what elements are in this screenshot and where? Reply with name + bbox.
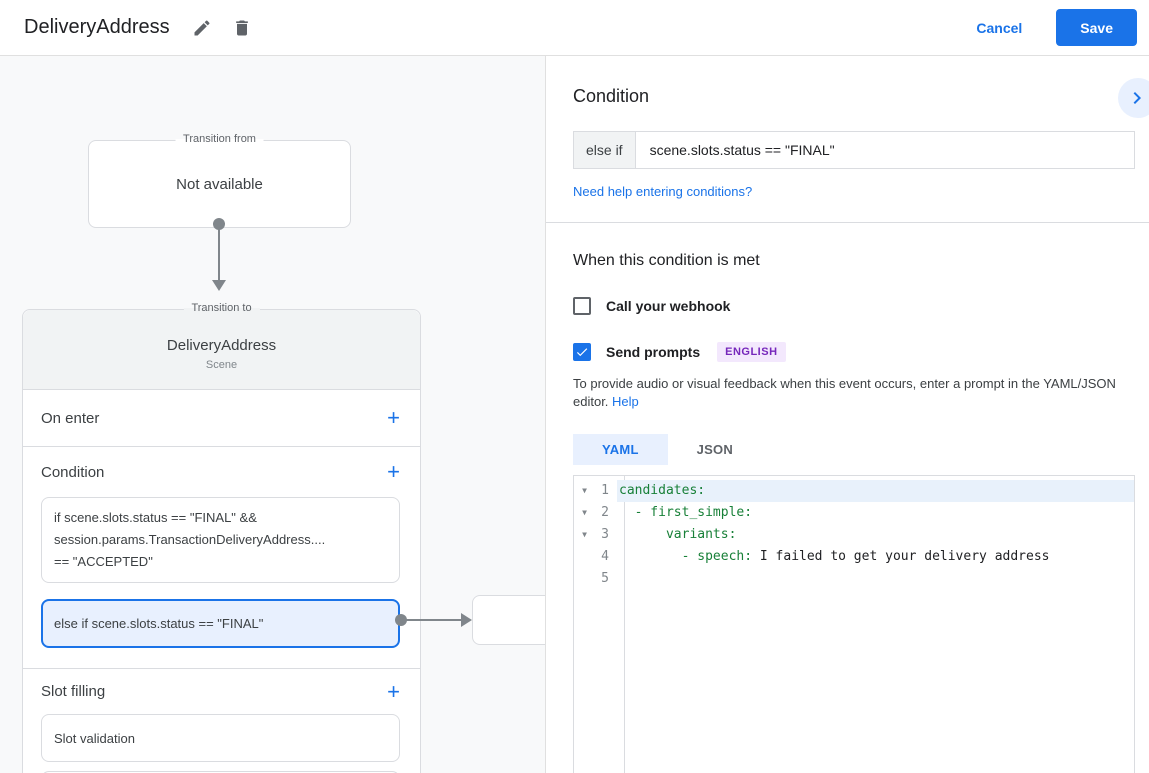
connector-arrowhead-down	[212, 280, 226, 291]
connector-dot	[395, 614, 407, 626]
transition-from-content: Not available	[176, 175, 263, 193]
condition-help-link[interactable]: Need help entering conditions?	[573, 184, 753, 199]
condition-item-line: if scene.slots.status == "FINAL" &&	[54, 510, 257, 525]
fold-toggle-icon[interactable]: ▼	[582, 530, 587, 539]
scene-card-header[interactable]: DeliveryAddress Scene	[23, 310, 420, 390]
transition-from-box: Transition from Not available	[88, 133, 351, 228]
connector-arrowhead-right	[461, 613, 472, 627]
connector-line-vertical	[218, 226, 220, 281]
fold-toggle-icon[interactable]: ▼	[582, 508, 587, 517]
line-number: 5	[601, 571, 609, 586]
pencil-icon	[192, 18, 212, 38]
scene-diagram-canvas: Transition from Not available Transition…	[0, 56, 546, 773]
help-link[interactable]: Help	[612, 394, 639, 409]
condition-item-if[interactable]: if scene.slots.status == "FINAL" && sess…	[41, 497, 400, 583]
slot-filling-label: Slot filling	[41, 683, 106, 700]
editor-format-tabs: YAML JSON	[573, 434, 1135, 465]
collapse-panel-button[interactable]	[1118, 78, 1149, 118]
scene-card-subtitle: Scene	[205, 358, 238, 371]
condition-expression-input[interactable]: scene.slots.status == "FINAL"	[649, 142, 835, 158]
slot-filling-section: Slot filling + Slot validation Transacti…	[23, 669, 420, 773]
fold-toggle-icon[interactable]: ▼	[582, 486, 587, 495]
add-condition-button[interactable]: +	[381, 461, 406, 483]
transition-to-legend: Transition to	[183, 302, 260, 314]
condition-item-elseif-selected[interactable]: else if scene.slots.status == "FINAL"	[41, 599, 400, 648]
transition-from-legend: Transition from	[175, 133, 264, 145]
condition-expression-field: else if scene.slots.status == "FINAL"	[573, 131, 1135, 169]
editor-line[interactable]: ▼ 2 - first_simple:	[574, 502, 1134, 524]
on-enter-label: On enter	[41, 409, 100, 427]
line-number: 2	[601, 505, 609, 520]
yaml-key: variants:	[619, 527, 737, 542]
when-condition-met-section: When this condition is met Call your web…	[546, 223, 1149, 773]
tab-yaml[interactable]: YAML	[573, 434, 668, 465]
call-webhook-checkbox[interactable]	[573, 297, 591, 315]
editor-line[interactable]: 4 - speech: I failed to get your deliver…	[574, 546, 1134, 568]
call-webhook-label: Call your webhook	[606, 298, 731, 314]
condition-heading: Condition	[573, 86, 650, 106]
top-bar: DeliveryAddress Cancel Save	[0, 0, 1149, 56]
edit-scene-name-button[interactable]	[190, 16, 214, 40]
cancel-button[interactable]: Cancel	[976, 19, 1023, 36]
scene-card: Transition to DeliveryAddress Scene On e…	[22, 302, 421, 773]
condition-section: Condition + if scene.slots.status == "FI…	[23, 447, 420, 669]
slot-item-validation[interactable]: Slot validation	[41, 714, 400, 762]
on-enter-section: On enter +	[23, 390, 420, 447]
yaml-code-editor[interactable]: ▼ 1 candidates: ▼ 2 - first_simple: ▼ 3 …	[573, 475, 1135, 773]
condition-item-text: else if scene.slots.status == "FINAL"	[54, 615, 264, 631]
condition-operator-label: else if	[574, 132, 636, 168]
line-number: 4	[601, 549, 609, 564]
webhook-row: Call your webhook	[573, 297, 1135, 315]
connector-dot	[213, 218, 225, 230]
editor-line[interactable]: ▼ 1 candidates:	[574, 480, 1134, 502]
condition-section-label: Condition	[41, 463, 105, 481]
condition-editor-panel: Condition else if scene.slots.status == …	[546, 56, 1149, 773]
editor-line[interactable]: ▼ 3 variants:	[574, 524, 1134, 546]
send-prompts-row: Send prompts ENGLISH	[573, 342, 1135, 362]
add-on-enter-button[interactable]: +	[381, 407, 406, 429]
slot-item-text: Slot validation	[54, 730, 135, 746]
yaml-key: candidates:	[619, 483, 706, 498]
when-met-heading: When this condition is met	[573, 252, 760, 269]
line-number: 1	[601, 483, 609, 498]
transition-target-box[interactable]	[472, 595, 545, 645]
page-title: DeliveryAddress	[24, 16, 170, 38]
line-number: 3	[601, 527, 609, 542]
editor-line[interactable]: 5	[574, 568, 1134, 590]
condition-expression-section: Condition else if scene.slots.status == …	[546, 56, 1149, 223]
yaml-key: - first_simple:	[619, 505, 753, 520]
yaml-value: I failed to get your delivery address	[752, 549, 1050, 564]
scene-card-title: DeliveryAddress	[166, 336, 277, 354]
send-prompts-label: Send prompts	[606, 344, 701, 360]
fold-toggle-icon	[574, 568, 595, 590]
connector-line-horizontal	[403, 619, 461, 621]
chevron-right-icon	[1125, 86, 1149, 110]
send-prompts-checkbox[interactable]	[573, 343, 591, 361]
gutter-divider	[624, 476, 625, 773]
yaml-key: - speech:	[619, 549, 753, 564]
delete-scene-button[interactable]	[230, 16, 254, 40]
add-slot-button[interactable]: +	[381, 680, 406, 703]
fold-toggle-icon	[574, 546, 595, 568]
condition-item-line: == "ACCEPTED"	[54, 554, 153, 569]
prompts-description: To provide audio or visual feedback when…	[573, 375, 1135, 411]
tab-json[interactable]: JSON	[668, 434, 762, 465]
language-badge: ENGLISH	[717, 342, 786, 362]
save-button[interactable]: Save	[1056, 9, 1137, 46]
prompts-description-text: To provide audio or visual feedback when…	[573, 376, 1116, 409]
condition-item-line: session.params.TransactionDeliveryAddres…	[54, 532, 326, 547]
trash-icon	[232, 18, 252, 38]
check-icon	[575, 345, 589, 359]
